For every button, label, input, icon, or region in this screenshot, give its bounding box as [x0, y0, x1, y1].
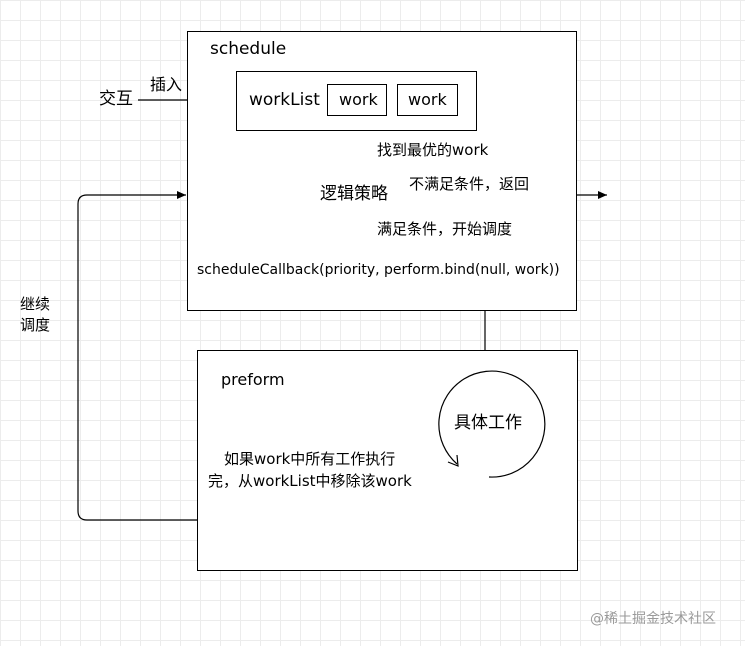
schedule-title: schedule: [210, 39, 287, 59]
not-satisfied-label: 不满足条件，返回: [409, 175, 530, 193]
preform-note-line2: 完，从workList中移除该work: [208, 472, 412, 490]
preform-note-line1: 如果work中所有工作执行: [224, 450, 396, 468]
interact-label: 交互: [99, 89, 133, 109]
watermark: @稀土掘金技术社区: [590, 611, 716, 627]
strategy-label: 逻辑策略: [320, 184, 388, 204]
work-item-1-label: work: [339, 90, 378, 109]
work-circle-label: 具体工作: [454, 413, 522, 433]
schedule-callback-label: scheduleCallback(priority, perform.bind(…: [197, 262, 560, 278]
work-item-1: [327, 84, 387, 116]
continue-label-line1: 继续: [20, 295, 51, 313]
work-item-2: [397, 84, 458, 116]
preform-title: preform: [221, 370, 285, 389]
continue-label-line2: 调度: [20, 316, 51, 334]
work-circle: [438, 370, 546, 478]
work-item-2-label: work: [408, 90, 447, 109]
insert-label: 插入: [150, 75, 183, 94]
satisfied-label: 满足条件，开始调度: [377, 220, 513, 238]
work-circle-arrowhead: [447, 454, 459, 467]
worklist-label: workList: [249, 90, 320, 110]
find-best-label: 找到最优的work: [377, 141, 489, 159]
